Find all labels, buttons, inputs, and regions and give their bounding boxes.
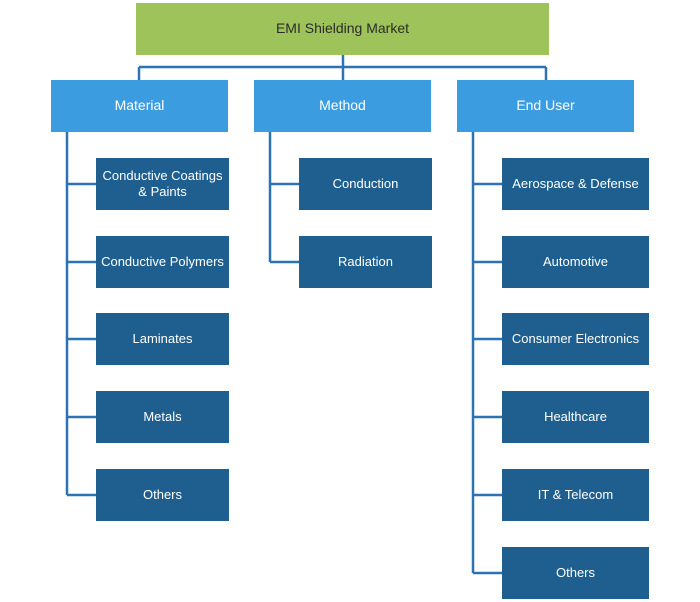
leaf-label: Healthcare xyxy=(544,408,607,424)
leaf-label: Consumer Electronics xyxy=(511,330,640,346)
leaf-node: Others xyxy=(502,547,649,599)
leaf-label: Conduction xyxy=(332,175,399,191)
leaf-node: Aerospace & Defense xyxy=(502,158,649,210)
leaf-label: IT & Telecom xyxy=(537,486,614,502)
category-material: Material xyxy=(51,80,228,132)
category-label: Material xyxy=(114,97,165,114)
leaf-label: Radiation xyxy=(338,253,393,269)
leaf-node: Conductive Polymers xyxy=(96,236,229,288)
leaf-node: Others xyxy=(96,469,229,521)
category-method: Method xyxy=(254,80,431,132)
leaf-node: Laminates xyxy=(96,313,229,365)
leaf-node: Consumer Electronics xyxy=(502,313,649,365)
leaf-node: Conductive Coatings & Paints xyxy=(96,158,229,210)
leaf-node: Radiation xyxy=(299,236,432,288)
category-end-user: End User xyxy=(457,80,634,132)
leaf-label: Automotive xyxy=(542,253,609,269)
leaf-label: Conductive Coatings & Paints xyxy=(102,167,223,199)
category-label: Method xyxy=(319,97,366,114)
leaf-label: Others xyxy=(142,486,182,502)
leaf-label: Laminates xyxy=(132,330,193,346)
leaf-node: Automotive xyxy=(502,236,649,288)
leaf-node: Metals xyxy=(96,391,229,443)
root-node-label: EMI Shielding Market xyxy=(275,20,410,37)
category-label: End User xyxy=(516,97,575,114)
leaf-node: Conduction xyxy=(299,158,432,210)
leaf-label: Conductive Polymers xyxy=(101,253,224,269)
leaf-node: Healthcare xyxy=(502,391,649,443)
root-node: EMI Shielding Market xyxy=(136,3,549,55)
leaf-label: Aerospace & Defense xyxy=(512,175,639,191)
leaf-label: Others xyxy=(555,564,595,580)
leaf-node: IT & Telecom xyxy=(502,469,649,521)
leaf-label: Metals xyxy=(143,408,182,424)
